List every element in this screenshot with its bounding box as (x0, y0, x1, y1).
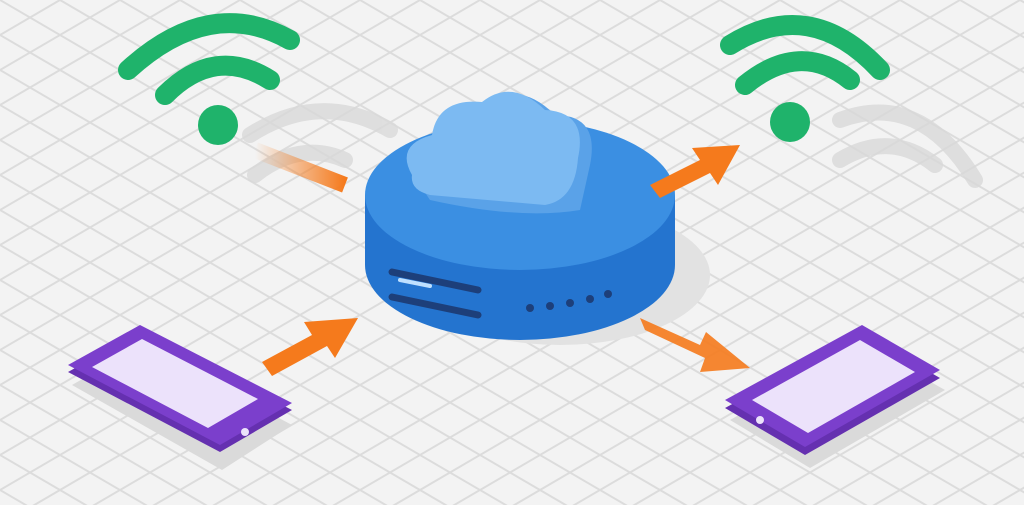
cloud-hub (365, 91, 710, 345)
arrow-icon-phone-in (262, 318, 358, 376)
status-lights (526, 290, 612, 312)
vent-slots (388, 268, 482, 319)
wifi-icon-right (720, 15, 983, 188)
arrow-icon-phone-out (640, 318, 750, 372)
arrow-icon-wifi-out (650, 145, 740, 198)
phone-icon-left (68, 325, 292, 470)
wifi-icon-left (118, 13, 398, 183)
phone-icon-right (725, 325, 945, 468)
cloud-icon (406, 91, 592, 214)
arrow-icon-wifi-in (252, 142, 348, 193)
